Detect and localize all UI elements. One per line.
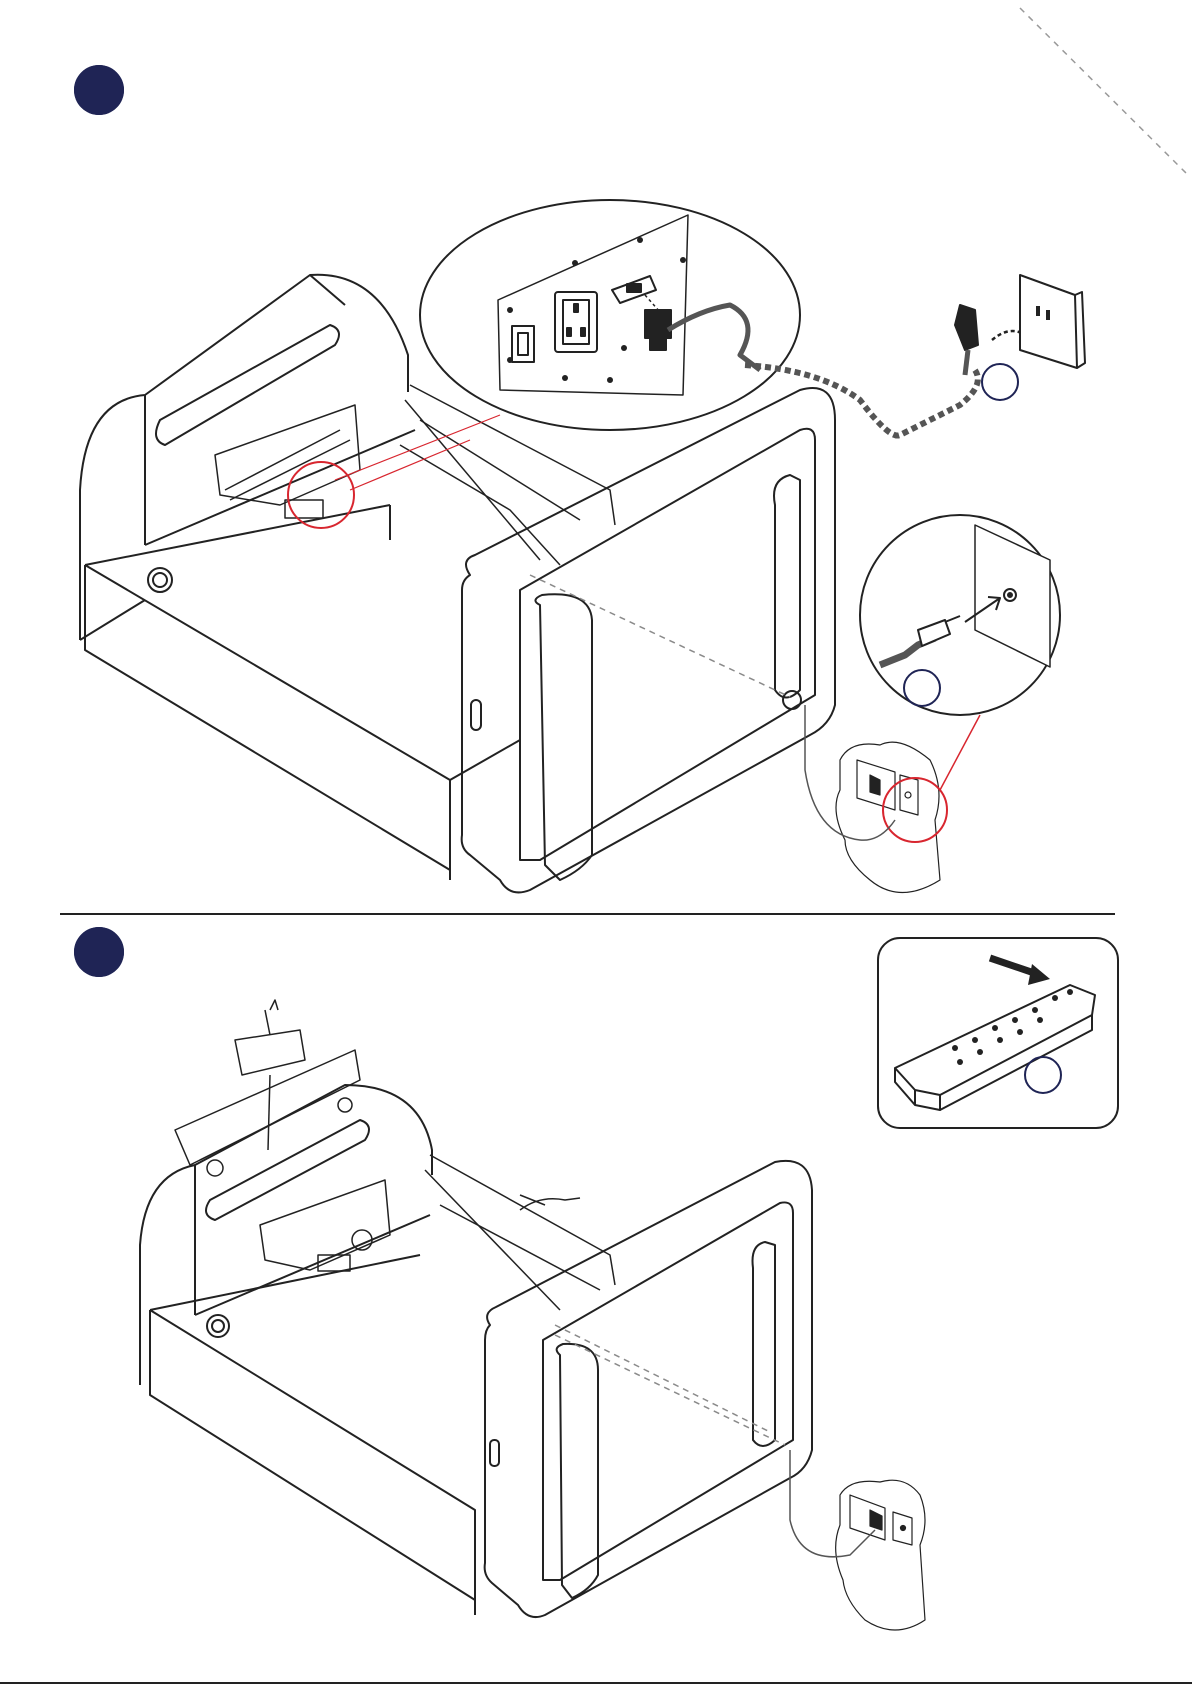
bed-frame-step-2: [150, 1215, 475, 1615]
coax-magnifier: [860, 515, 1060, 715]
footboard: [462, 388, 835, 892]
dashed-guide-step-1: [530, 575, 790, 697]
socket-panel-magnifier: [420, 200, 800, 430]
step-1-illustration: [80, 200, 1085, 893]
tv-lift-mechanism: [175, 1000, 360, 1176]
step-2-marker-disc: [74, 927, 124, 977]
callout-leader-right: [350, 440, 470, 490]
uk-plug-icon: [955, 305, 978, 375]
wall-outlets-step-1: [836, 742, 940, 892]
headboard-panel-step-2: [260, 1180, 390, 1271]
callout-marker-plug: [982, 364, 1018, 400]
bed-frame: [85, 430, 520, 880]
step-2-illustration: [140, 938, 1118, 1630]
remote-control-inset: [878, 938, 1118, 1128]
side-rails-step-2: [425, 1155, 615, 1310]
headboard-control-panel: [215, 405, 360, 518]
coax-callout-leader: [940, 715, 980, 790]
callout-leader-left: [335, 415, 500, 480]
step-1-marker-disc: [74, 65, 124, 115]
wall-socket-icon: [1020, 275, 1085, 368]
corner-fold-guide: [1020, 8, 1188, 175]
footboard-step-2: [485, 1161, 812, 1617]
cable-bundle: [520, 1198, 580, 1210]
dashed-guide-step-2b: [555, 1335, 785, 1445]
dashed-guide-step-2a: [555, 1325, 770, 1432]
